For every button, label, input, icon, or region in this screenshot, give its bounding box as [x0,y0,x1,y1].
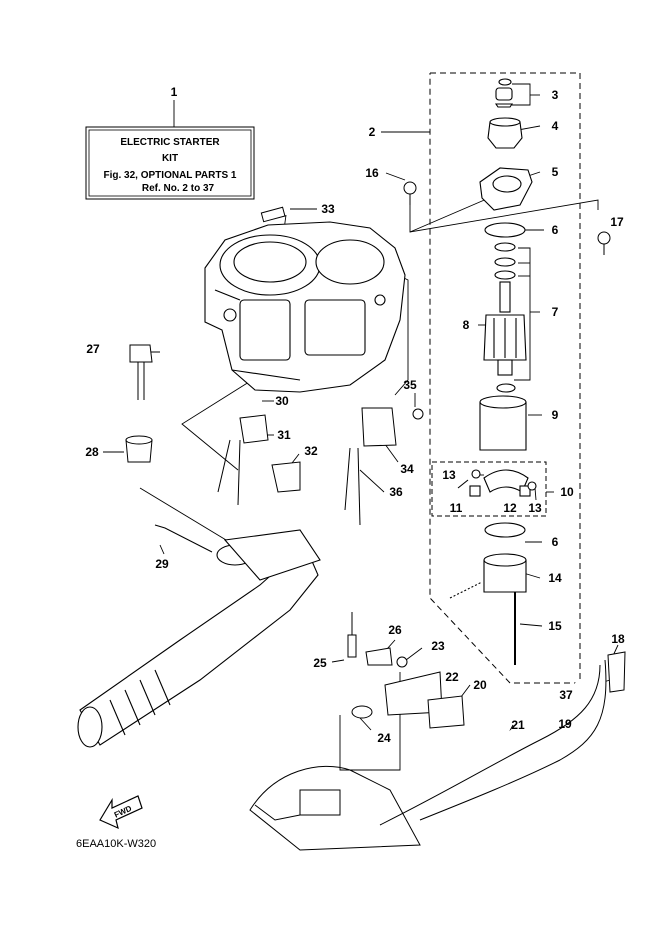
part-23-screw [396,656,408,668]
callout-20: 20 [473,678,487,692]
callout-27: 27 [86,342,100,356]
tiller-handle-illustration [77,529,321,748]
callout-34: 34 [400,462,414,476]
callout-29: 29 [155,557,169,571]
callout-12: 12 [503,501,517,515]
callout-17: 17 [610,215,624,229]
callout-37: 37 [559,688,573,702]
part-33-clamp [260,206,286,223]
part-34-rectifier [361,407,397,447]
callout-32: 32 [304,444,318,458]
callout-2: 2 [369,125,376,139]
callout-4: 4 [552,119,559,133]
diagram-code: 6EAA10K-W320 [76,838,156,850]
part-24-clamp [351,705,373,719]
kit-title-line3: Fig. 32, OPTIONAL PARTS 1 [104,170,237,181]
callout-6b: 6 [552,535,559,549]
part-3-stopper [495,87,513,101]
callout-22: 22 [445,670,459,684]
lower-cowling-illustration [249,765,421,851]
callout-23: 23 [431,639,445,653]
callout-19: 19 [558,717,572,731]
part-32-bracket [271,461,301,493]
callout-26: 26 [388,623,402,637]
part-29-band [154,524,213,553]
callout-7: 7 [552,305,559,319]
part-6-oring-bottom [484,522,526,538]
part-6-oring-top [484,222,526,238]
starter-motor-parts [449,78,537,665]
part-20-relay [427,695,465,729]
callout-13b: 13 [528,501,542,515]
callout-1: 1 [171,85,178,99]
callout-28: 28 [85,445,99,459]
callout-13a: 13 [442,468,456,482]
kit-title-box: ELECTRIC STARTER KIT Fig. 32, OPTIONAL P… [85,126,255,200]
part-16-bolt [403,181,417,195]
part-26-cap [365,647,393,666]
callout-24: 24 [377,731,391,745]
engine-block-illustration [204,221,406,393]
callout-15: 15 [548,619,562,633]
callout-16: 16 [365,166,379,180]
callout-5: 5 [552,165,559,179]
part-25-switch [347,634,357,658]
callout-31: 31 [277,428,291,442]
callout-35: 35 [403,378,417,392]
callout-8: 8 [463,318,470,332]
callout-36: 36 [389,485,403,499]
part-35-screw [412,408,424,420]
callout-9: 9 [552,408,559,422]
part-30-relay [239,414,269,444]
part-9-yoke [479,401,527,451]
callout-11: 11 [450,501,463,515]
part-27-switch [129,344,153,363]
callout-10: 10 [560,485,574,499]
callout-18: 18 [611,632,625,646]
part-17-bolt [597,231,611,245]
callout-21: 21 [511,718,525,732]
part-3-clip [498,78,512,86]
callout-30: 30 [275,394,289,408]
callout-33: 33 [321,202,335,216]
part-18-cover [607,651,626,693]
callout-25: 25 [313,656,327,670]
kit-title-line1: ELECTRIC STARTER [120,137,220,148]
kit-title-line4: Ref. No. 2 to 37 [142,183,215,194]
callout-3: 3 [552,88,559,102]
callout-6a: 6 [552,223,559,237]
callout-14: 14 [548,571,562,585]
starter-assembly-outline [429,72,581,684]
fwd-arrow: FWD [99,795,143,830]
callout-labels: 1 2 3 4 5 6 7 8 9 10 11 12 13 13 6 14 15… [85,85,625,745]
electrical-parts [125,181,626,826]
brush-holder-outline [431,461,547,517]
kit-title-line2: KIT [162,153,178,164]
cable-37 [379,664,601,826]
